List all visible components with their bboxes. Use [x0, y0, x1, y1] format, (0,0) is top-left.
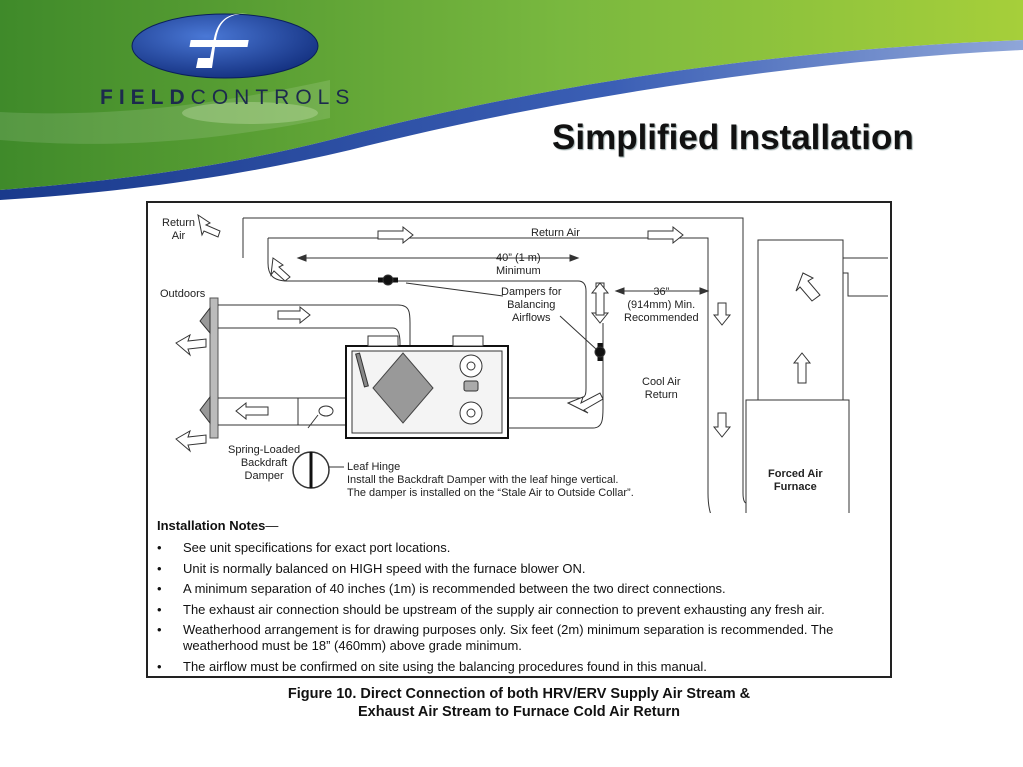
caption-line-1: Figure 10. Direct Connection of both HRV… [287, 686, 751, 702]
label-forced-air-furnace: Forced Air Furnace [768, 468, 823, 493]
note-item: A minimum separation of 40 inches (1m) i… [156, 581, 884, 597]
note-item: Unit is normally balanced on HIGH speed … [156, 561, 884, 577]
airflow-arrow [712, 302, 732, 326]
label-leaf-note: Install the Backdraft Damper with the le… [347, 474, 634, 499]
note-item: Weatherhood arrangement is for drawing p… [156, 622, 884, 654]
brand-wordmark: FIELDCONTROLS [100, 86, 355, 110]
installation-figure: Return Air Return Air Outdoors 40” (1 m)… [146, 201, 892, 678]
slide-title: Simplified Installation [552, 118, 914, 157]
label-cool-air-return: Cool Air Return [642, 376, 681, 401]
label-dimension-40: 40” (1 m) Minimum [496, 252, 541, 277]
label-spring-loaded-damper: Spring-Loaded Backdraft Damper [228, 444, 301, 482]
note-item: The exhaust air connection should be ups… [156, 602, 884, 618]
airflow-arrow [566, 392, 604, 414]
airflow-arrow [175, 429, 207, 453]
note-item: The airflow must be confirmed on site us… [156, 659, 884, 675]
label-leaf-hinge: Leaf Hinge [347, 461, 401, 473]
brand-light: CONTROLS [190, 86, 356, 109]
brand-bold: FIELD [100, 86, 191, 109]
airflow-arrow [712, 412, 732, 438]
label-outdoors: Outdoors [160, 288, 206, 300]
airflow-arrow [792, 352, 812, 384]
label-dimension-36: 36” (914mm) Min. Recommended [624, 286, 699, 324]
airflow-arrow [175, 333, 207, 357]
installation-diagram [175, 213, 888, 513]
airflow-arrow [377, 225, 414, 245]
field-controls-logo [131, 13, 319, 124]
label-return-air-left: Return Air [162, 217, 196, 242]
airflow-arrow [795, 272, 821, 302]
notes-title: Installation Notes— [157, 518, 884, 533]
label-return-air-top: Return Air [531, 227, 580, 239]
figure-caption: Figure 10. Direct Connection of both HRV… [146, 685, 892, 721]
airflow-arrow [647, 225, 684, 245]
airflow-arrow [590, 282, 610, 316]
notes-title-dash: — [265, 518, 279, 533]
notes-title-text: Installation Notes [157, 518, 266, 533]
return-air-duct [243, 217, 744, 493]
caption-line-2: Exhaust Air Stream to Furnace Cold Air R… [357, 704, 680, 720]
notes-list: See unit specifications for exact port l… [156, 540, 884, 675]
airflow-arrow [197, 213, 221, 238]
airflow-arrow [270, 257, 291, 282]
label-dampers: Dampers for Balancing Airflows [501, 286, 562, 324]
airflow-arrow [277, 305, 311, 325]
airflow-arrow [235, 401, 269, 421]
note-item: See unit specifications for exact port l… [156, 540, 884, 556]
installation-notes: Installation Notes— See unit specificati… [156, 518, 884, 679]
